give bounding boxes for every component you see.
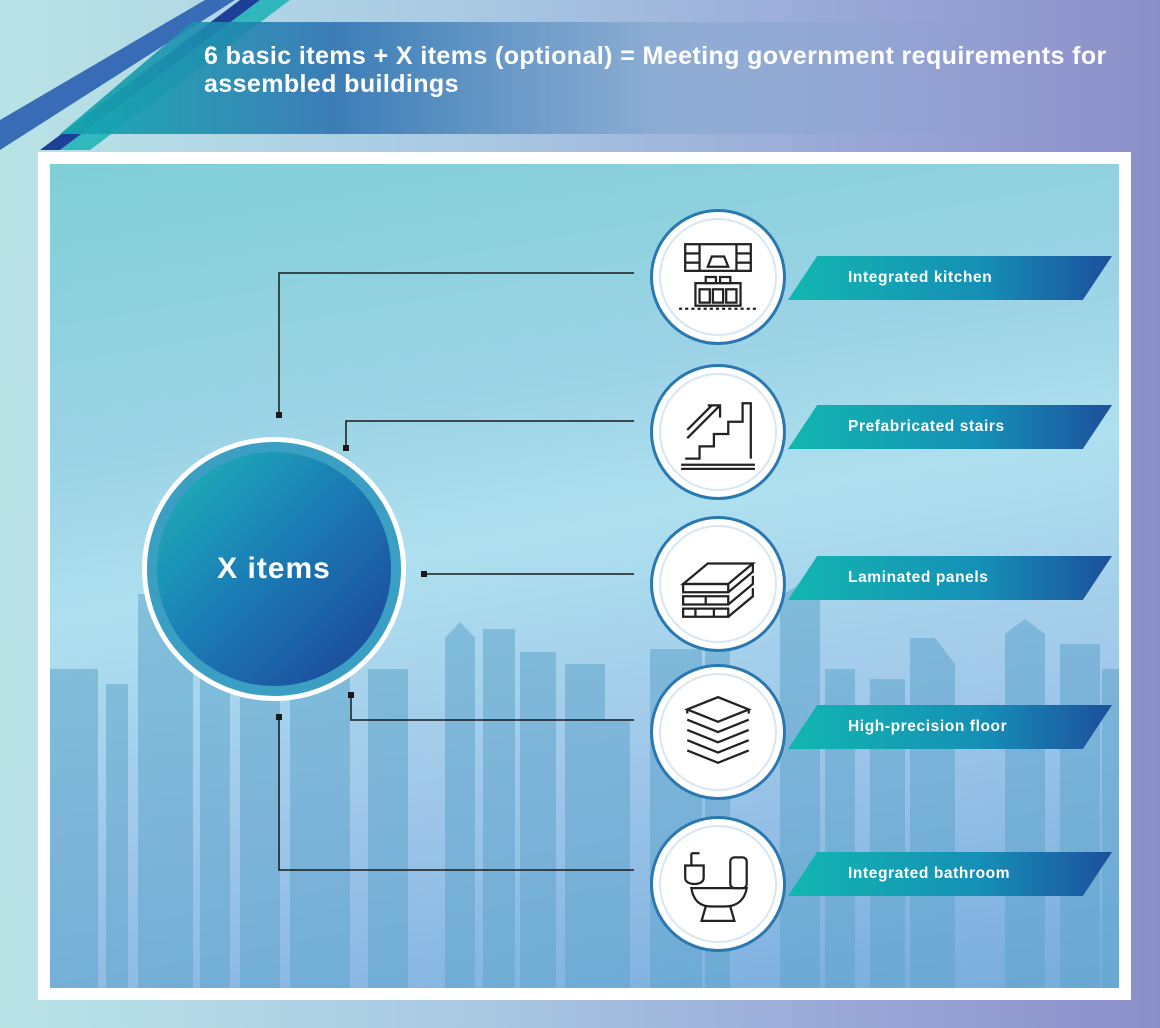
toilet-icon bbox=[684, 852, 749, 923]
item-integrated-bathroom bbox=[650, 816, 786, 952]
stairs-icon bbox=[681, 402, 755, 471]
kitchen-icon bbox=[679, 243, 757, 310]
item-label: Integrated bathroom bbox=[848, 865, 1011, 882]
hub-circle: X items bbox=[157, 452, 391, 686]
item-prefabricated-stairs bbox=[650, 364, 786, 500]
item-label: Laminated panels bbox=[848, 569, 989, 586]
tag-high-precision-floor: High-precision floor bbox=[788, 705, 1112, 749]
tag-prefabricated-stairs: Prefabricated stairs bbox=[788, 405, 1112, 449]
item-high-precision-floor bbox=[650, 664, 786, 800]
item-label: Prefabricated stairs bbox=[848, 418, 1005, 435]
tag-integrated-bathroom: Integrated bathroom bbox=[788, 852, 1112, 896]
panels-icon bbox=[680, 562, 756, 618]
item-label: High-precision floor bbox=[848, 718, 1008, 735]
header-band bbox=[60, 22, 1160, 134]
diagram-area: X items Integrated kitchen bbox=[50, 164, 1119, 988]
connector-lines bbox=[276, 272, 634, 871]
tag-integrated-kitchen: Integrated kitchen bbox=[788, 256, 1112, 300]
diagram-panel: X items Integrated kitchen bbox=[38, 152, 1131, 1000]
tag-laminated-panels: Laminated panels bbox=[788, 556, 1112, 600]
item-label: Integrated kitchen bbox=[848, 269, 993, 286]
floor-layers-icon bbox=[684, 695, 752, 764]
item-laminated-panels bbox=[650, 516, 786, 652]
hub-label: X items bbox=[217, 552, 331, 585]
item-integrated-kitchen bbox=[650, 209, 786, 345]
page-title: 6 basic items + X items (optional) = Mee… bbox=[204, 42, 1107, 98]
